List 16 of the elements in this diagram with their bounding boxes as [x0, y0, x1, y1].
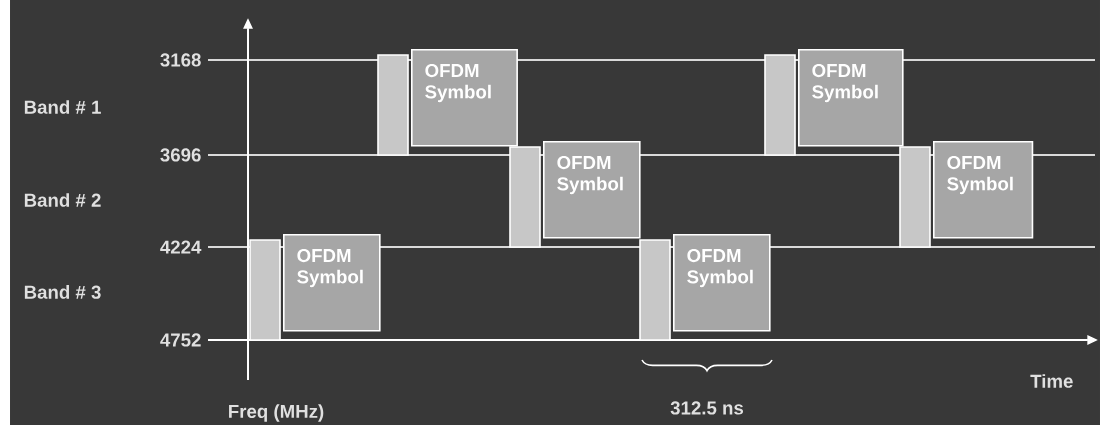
ofdm-symbol-box: OFDM Symbol	[639, 234, 771, 341]
tick-label: 4752	[160, 333, 201, 347]
dimension-label: 312.5 ns	[670, 401, 744, 415]
ofdm-symbol-box: OFDM Symbol	[509, 141, 641, 248]
ofdm-symbol-box: OFDM Symbol	[764, 49, 904, 156]
band-label: Band # 3	[24, 285, 101, 299]
band-label: Band # 2	[24, 193, 101, 207]
tick-label: 3696	[160, 148, 201, 162]
axis-label: Freq (MHz)	[229, 404, 324, 422]
ofdm-symbol-box: OFDM Symbol	[249, 234, 381, 341]
tick-label: 3168	[160, 53, 201, 67]
axis-label: Time	[1030, 374, 1073, 388]
ofdm-symbol-box: OFDM Symbol	[899, 141, 1034, 248]
tick-label: 4224	[160, 240, 202, 254]
ofdm-symbol-box: OFDM Symbol	[377, 49, 518, 156]
band-label: Band # 1	[24, 100, 101, 114]
